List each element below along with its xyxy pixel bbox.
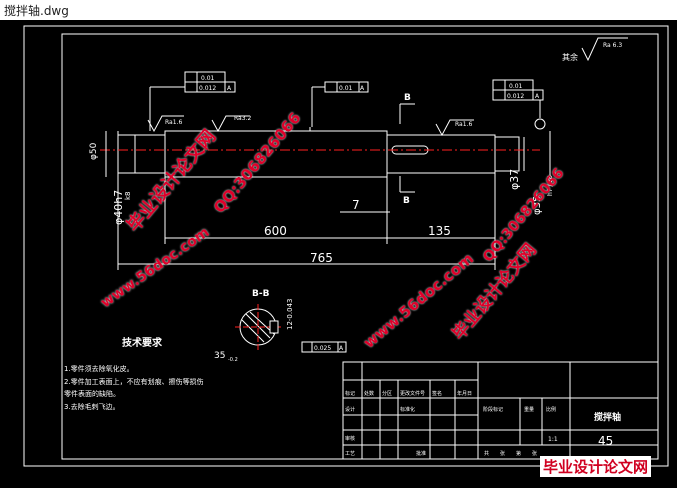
tb-cell-14: 共: [484, 450, 489, 457]
datum-right: A: [535, 93, 540, 100]
tb-cell-7: 标准化: [400, 406, 415, 413]
section-marker-top: [399, 103, 415, 124]
sec-datum: A: [339, 345, 344, 352]
section-view: [235, 304, 282, 350]
tech-note-4: 3.去除毛刺飞边。: [64, 402, 120, 411]
dim-7: 7: [352, 198, 360, 212]
tech-note-2: 2.零件加工表面上，不应有划痕、擦伤等损伤: [64, 377, 204, 386]
outer-frame: [23, 25, 669, 467]
sec-tol: 0.025: [314, 345, 331, 352]
tb-cell-16: 第: [516, 450, 521, 457]
window-titlebar: 搅拌轴.dwg: [0, 0, 677, 20]
sec-dim-12: 12-0.043: [286, 299, 294, 330]
datum-mid: A: [360, 85, 365, 92]
tol-right-2: 0.012: [507, 93, 524, 100]
tb-cell-15: 张: [500, 450, 505, 457]
shaft-outline: [117, 127, 520, 178]
tb-cell-10: 比例: [546, 406, 556, 413]
dim-phi50: φ50: [89, 142, 99, 160]
tech-note-3: 零件表面的缺陷。: [64, 389, 120, 398]
tb-cell-12: 工艺: [345, 451, 355, 457]
dim-600: 600: [264, 224, 287, 238]
ra16-right: Ra1.6: [455, 121, 472, 128]
dim-phi35: φ35: [532, 196, 543, 215]
tb-material: 45: [598, 434, 613, 448]
tb-cell-8: 阶段标记: [483, 406, 503, 413]
tb-cell-13: 批准: [416, 450, 426, 457]
sec-dim-35-sub: -0.2: [228, 357, 238, 363]
ra32: Ra3.2: [234, 115, 251, 122]
drawing-border: [61, 33, 659, 460]
section-mark-bottom: B: [403, 196, 410, 206]
tb-cell-3: 更改文件号: [400, 390, 425, 397]
tb-cell-1: 处数: [364, 390, 374, 397]
tech-note-1: 1.零件须去除氧化皮。: [64, 364, 134, 373]
dim-765: 765: [310, 251, 333, 265]
section-tolerance-frame: [301, 341, 347, 353]
roughness-left-icon: [147, 115, 184, 133]
tb-cell-0: 标记: [345, 390, 355, 397]
roughness-other-label: 其余: [562, 52, 578, 62]
sec-dim-35: 35: [214, 351, 225, 361]
ra16-left: Ra1.6: [165, 119, 182, 126]
dim-phi35-sub: h7 / k8: [547, 175, 554, 196]
section-mark-top: B: [404, 93, 411, 103]
drawing-canvas[interactable]: 其余 Ra 6.3 0.01 0.012 A 0.01 A 0.01 0.012…: [0, 20, 677, 488]
tb-cell-5: 年月日: [457, 390, 472, 397]
tol-right-1: 0.01: [509, 83, 523, 90]
dimension-lines: [105, 131, 551, 270]
dim-135: 135: [428, 224, 451, 238]
roughness-ra63: Ra 6.3: [603, 42, 622, 49]
tol-left-1: 0.01: [201, 75, 215, 82]
dim-phi37: φ37: [508, 169, 521, 190]
tolerance-frame-left: [149, 71, 236, 131]
tb-cell-9: 重量: [524, 406, 534, 413]
roughness-right-icon: [435, 119, 474, 137]
watermark-logo: 毕业设计论文网: [540, 456, 652, 477]
roughness-mid-icon: [211, 115, 250, 133]
dim-phi40-sub: k8: [124, 191, 132, 200]
tb-cell-6: 设计: [345, 406, 355, 413]
tol-left-2: 0.012: [199, 85, 216, 92]
roughness-symbol-icon: [581, 37, 628, 62]
tech-title: 技术要求: [122, 336, 163, 349]
tb-cell-11: 审核: [345, 435, 355, 442]
tb-cell-17: 张: [532, 450, 537, 457]
cad-drawing[interactable]: 其余 Ra 6.3 0.01 0.012 A 0.01 A 0.01 0.012…: [0, 20, 677, 488]
window-title: 搅拌轴.dwg: [4, 4, 69, 18]
dim-phi40: φ40h7: [112, 190, 125, 225]
tb-part-name: 搅拌轴: [594, 411, 621, 423]
tolerance-frame-right: [492, 79, 546, 130]
tb-cell-2: 分区: [382, 390, 392, 397]
tb-cell-4: 签名: [432, 390, 442, 397]
section-title: B-B: [252, 289, 270, 299]
tolerance-frame-mid: [311, 81, 369, 127]
datum-left: A: [227, 85, 232, 92]
tol-mid: 0.01: [339, 85, 353, 92]
tb-scale: 1:1: [548, 436, 558, 443]
section-marker-bottom: [399, 176, 415, 193]
title-block: [342, 361, 659, 460]
